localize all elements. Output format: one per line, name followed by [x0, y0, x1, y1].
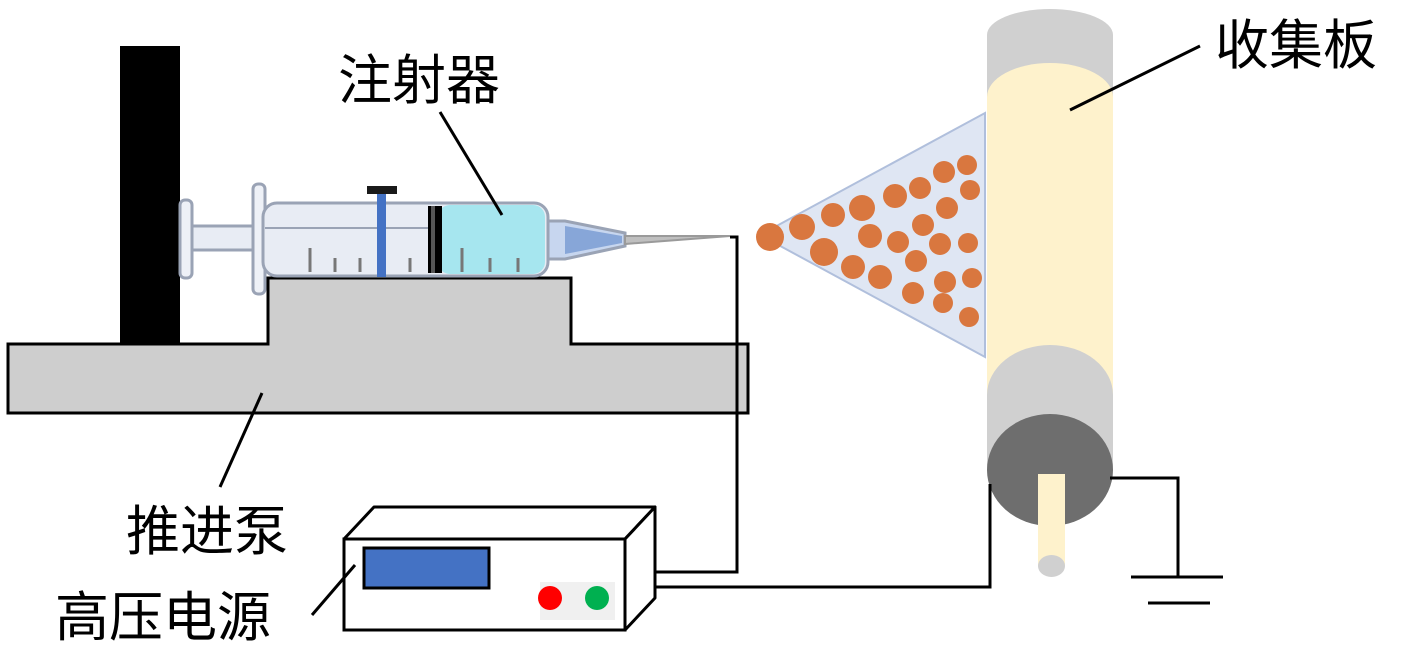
collector-label: 收集板 [1215, 14, 1377, 77]
green-button [585, 586, 609, 610]
droplet [962, 268, 982, 288]
syringe-label: 注射器 [338, 49, 500, 112]
droplet [902, 282, 924, 304]
droplet [929, 233, 951, 255]
roller-end [987, 414, 1113, 526]
droplet [756, 223, 784, 251]
droplet [933, 161, 955, 183]
pump-label: 推进泵 [126, 500, 288, 563]
droplet [883, 184, 907, 208]
power-supply-label: 高压电源 [55, 586, 271, 649]
droplet [912, 214, 934, 236]
droplet [810, 238, 838, 266]
leader-lines [218, 44, 1201, 616]
syringe-solution [438, 205, 545, 274]
droplet [868, 265, 892, 289]
droplet [960, 180, 980, 200]
droplet [905, 250, 927, 272]
droplet [958, 233, 978, 253]
droplet [858, 224, 882, 248]
droplet [887, 231, 909, 253]
spray-droplets [756, 155, 982, 327]
droplet [841, 255, 865, 279]
power-supply [342, 505, 657, 632]
droplet [849, 195, 875, 221]
droplet [909, 177, 931, 199]
collector-drum [987, 9, 1113, 577]
droplet [959, 307, 979, 327]
droplet [957, 155, 977, 175]
red-button [538, 586, 562, 610]
power-display [362, 546, 491, 590]
pump-base [6, 276, 750, 415]
roller-shaft [1038, 474, 1065, 566]
plunger-rod [377, 193, 386, 277]
droplet [936, 197, 958, 219]
stand-post [120, 46, 180, 346]
droplet [789, 214, 815, 240]
wiring [653, 235, 1180, 589]
syringe [178, 182, 731, 296]
droplet [934, 271, 956, 293]
ground-symbol [1131, 575, 1223, 605]
droplet [821, 203, 845, 227]
droplet [933, 293, 953, 313]
